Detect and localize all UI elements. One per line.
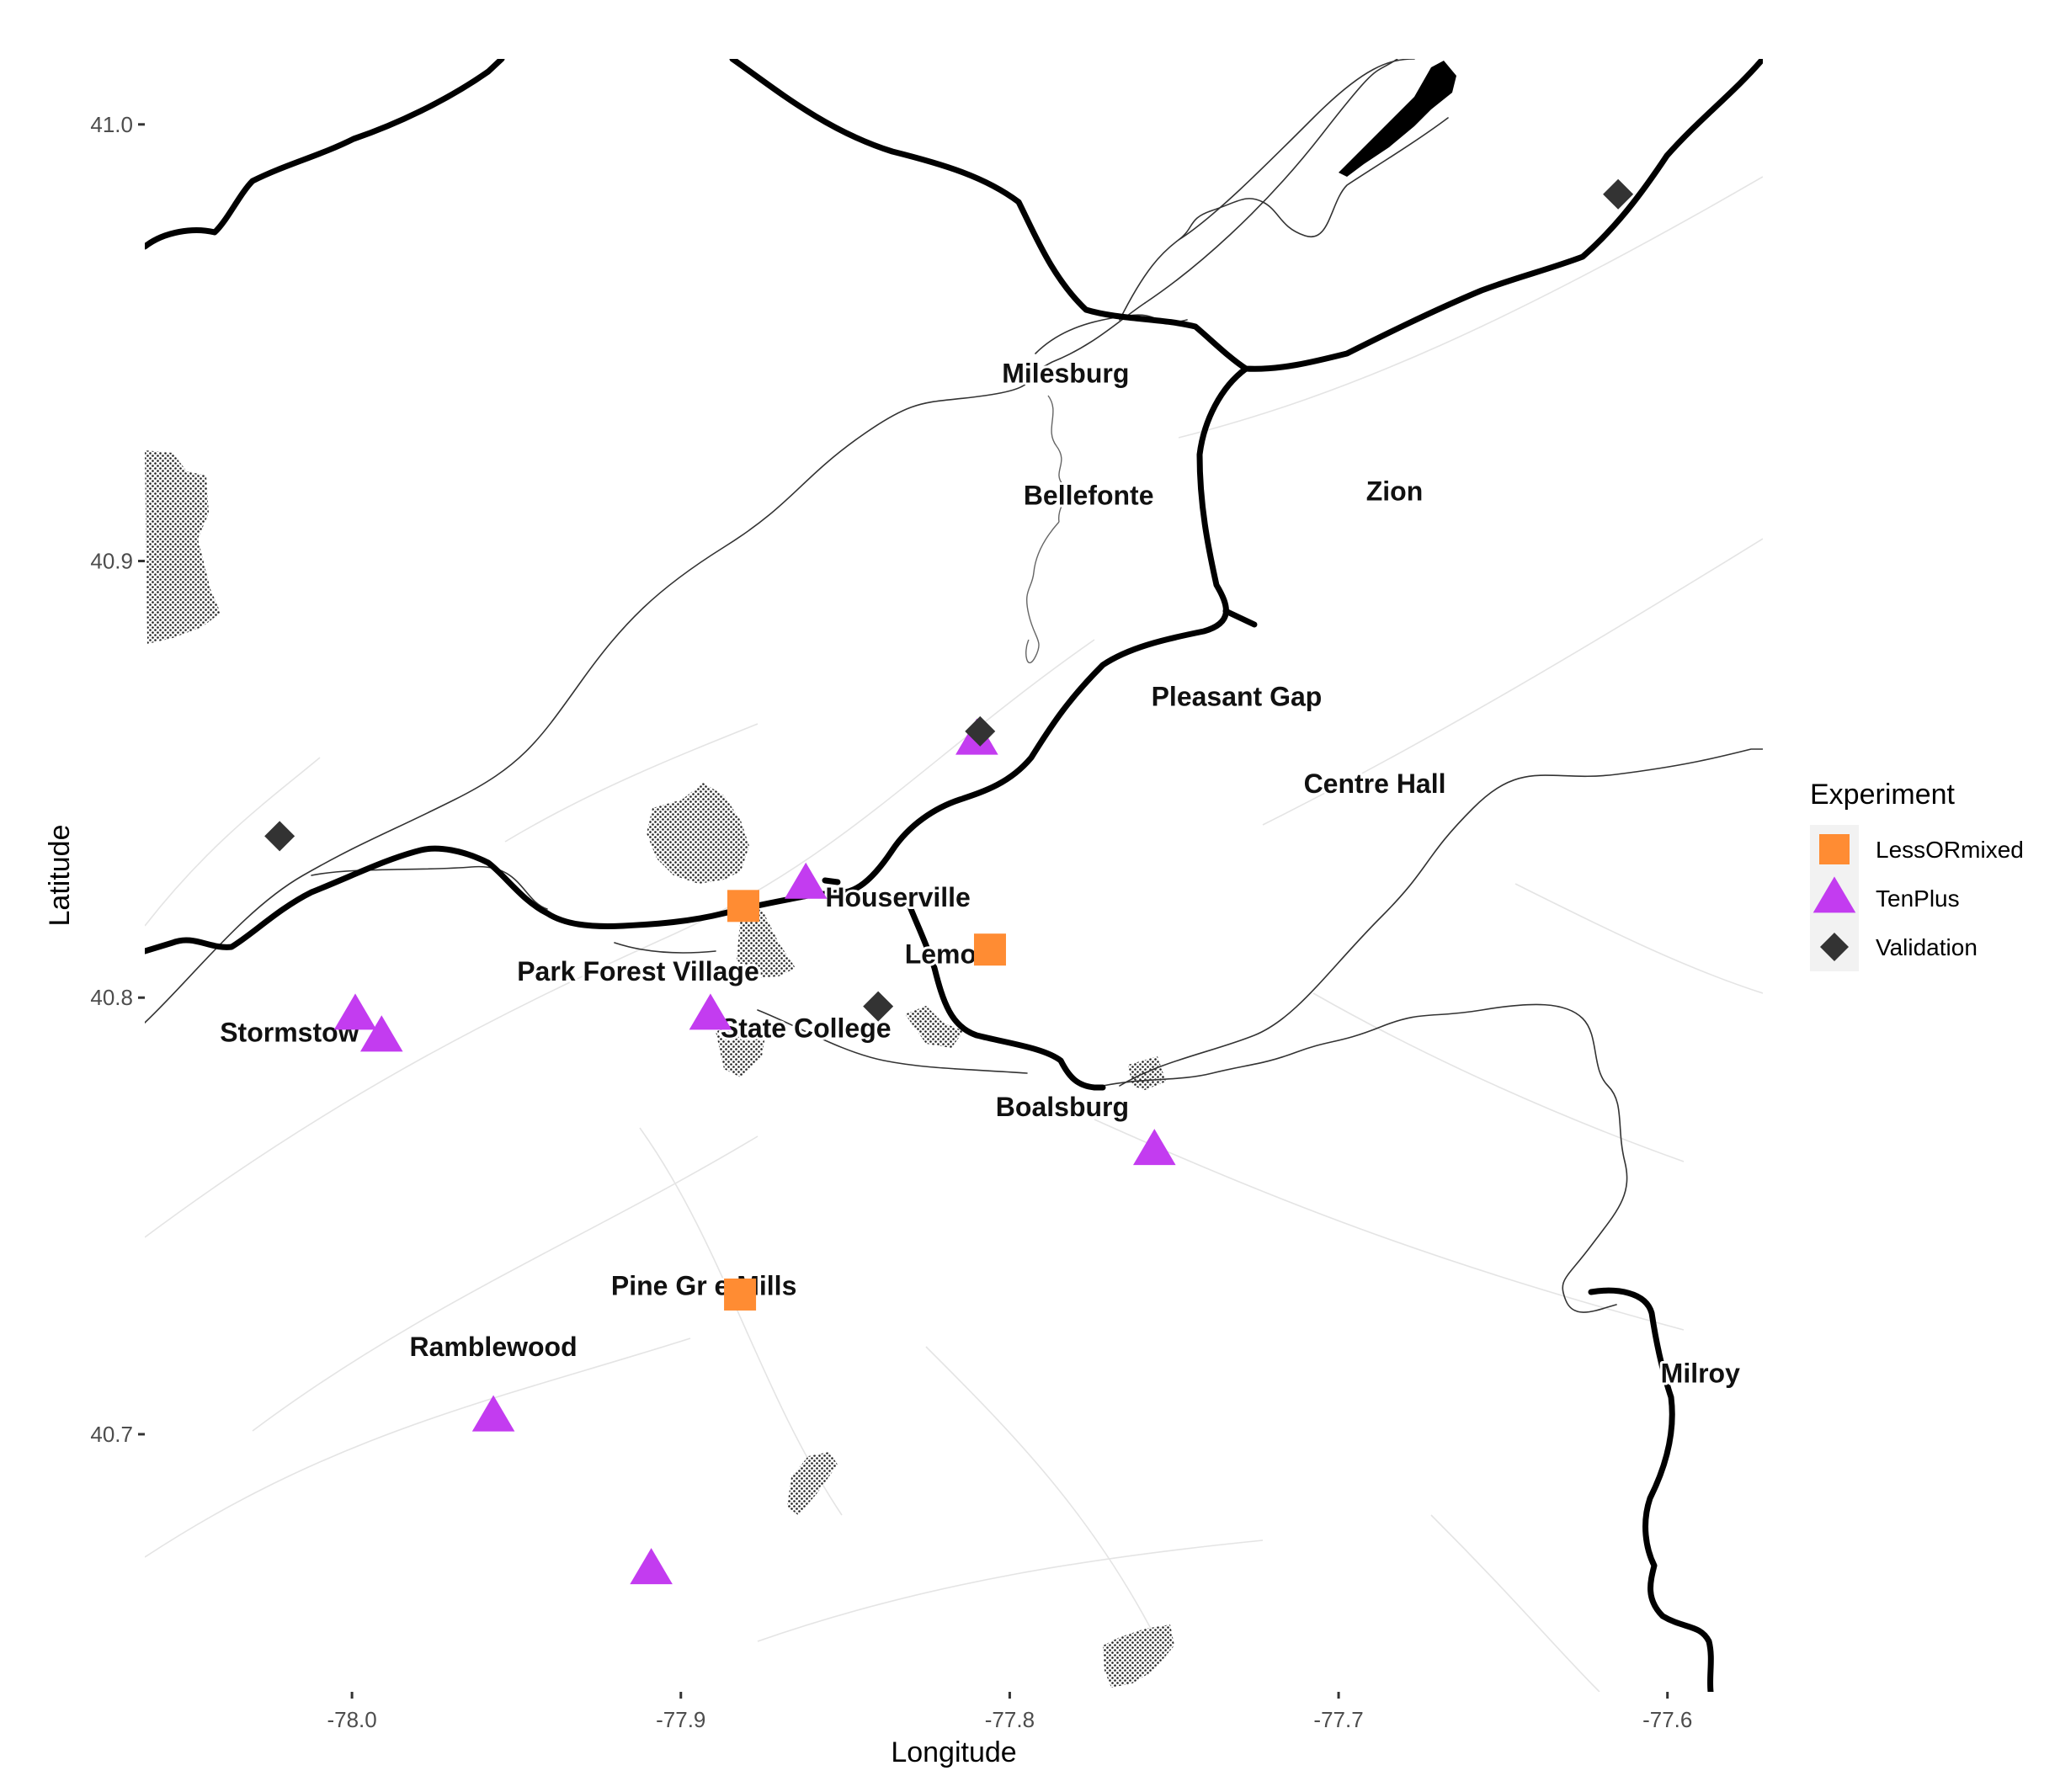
place-label-houserville: Houserville xyxy=(825,882,971,912)
y-tick-label-4: 41.0 xyxy=(90,112,133,137)
major-roads xyxy=(145,59,1763,1692)
place-label-milesburg: Milesburg xyxy=(1002,358,1129,388)
basemap xyxy=(145,59,1763,1692)
point-validation-2 xyxy=(965,715,996,747)
place-label-centre-hall: Centre Hall xyxy=(1304,768,1446,799)
point-tenplus-8 xyxy=(630,1548,673,1585)
y-axis-title: Latitude xyxy=(44,825,76,927)
place-labels: Milesburg Bellefonte Zion Pleasant Gap C… xyxy=(217,355,1743,1391)
y-tick-label-1: 40.7 xyxy=(90,1422,133,1447)
legend-label-validation: Validation xyxy=(1876,934,1977,960)
place-label-pleasant-gap: Pleasant Gap xyxy=(1152,681,1323,711)
point-tenplus-4 xyxy=(333,993,377,1030)
place-label-milroy: Milroy xyxy=(1661,1358,1740,1388)
x-axis: -78.0 -77.9 -77.8 -77.7 -77.6 xyxy=(327,1692,1692,1732)
legend-title: Experiment xyxy=(1810,779,1956,811)
minor-roads xyxy=(145,59,1763,1313)
streams xyxy=(1025,395,1067,663)
place-label-lemo: Lemo xyxy=(905,939,977,969)
place-label-state-college: State College xyxy=(721,1013,892,1044)
point-tenplus-6 xyxy=(1132,1129,1176,1166)
place-label-ramblewood: Ramblewood xyxy=(410,1332,578,1362)
point-tenplus-7 xyxy=(471,1395,515,1432)
y-tick-label-2: 40.8 xyxy=(90,985,133,1010)
point-validation-1 xyxy=(1603,178,1634,210)
data-points xyxy=(264,178,1634,1585)
x-tick-label-4: -77.7 xyxy=(1313,1707,1363,1732)
legend-label-lessormixed: LessORmixed xyxy=(1876,837,2024,863)
x-tick-label-1: -78.0 xyxy=(327,1707,376,1732)
point-lessormixed-3 xyxy=(724,1278,757,1311)
point-tenplus-3 xyxy=(689,993,732,1030)
place-label-stormstow: Stormstow xyxy=(220,1018,359,1048)
x-tick-label-5: -77.6 xyxy=(1642,1707,1692,1732)
point-tenplus-2 xyxy=(784,862,828,899)
point-validation-4 xyxy=(863,991,894,1022)
urban-areas xyxy=(145,450,1174,1688)
y-tick-label-3: 40.9 xyxy=(90,549,133,574)
x-tick-label-3: -77.8 xyxy=(985,1707,1035,1732)
legend-label-tenplus: TenPlus xyxy=(1876,885,1960,912)
place-label-pine-grove-mills: Pine Gr e Mills xyxy=(611,1271,797,1301)
legend-key-validation xyxy=(1820,933,1849,961)
legend-keys xyxy=(1812,834,1856,961)
place-label-zion: Zion xyxy=(1366,476,1424,507)
point-validation-3 xyxy=(264,821,295,852)
y-axis: 40.7 40.8 40.9 41.0 xyxy=(90,112,145,1447)
legend-key-lessormixed xyxy=(1819,834,1850,864)
place-label-park-forest-village: Park Forest Village xyxy=(517,956,759,986)
legend: Experiment LessORmixed TenPlus Validatio… xyxy=(1810,779,2024,971)
x-axis-title: Longitude xyxy=(891,1736,1016,1768)
faint-roads xyxy=(145,176,1763,1692)
place-label-boalsburg: Boalsburg xyxy=(996,1092,1129,1122)
point-lessormixed-2 xyxy=(973,933,1006,966)
legend-key-tenplus xyxy=(1812,876,1856,913)
place-label-bellefonte: Bellefonte xyxy=(1024,481,1154,511)
lake xyxy=(1339,61,1456,177)
point-tenplus-5 xyxy=(359,1015,403,1052)
point-lessormixed-1 xyxy=(727,890,759,923)
x-tick-label-2: -77.9 xyxy=(656,1707,705,1732)
